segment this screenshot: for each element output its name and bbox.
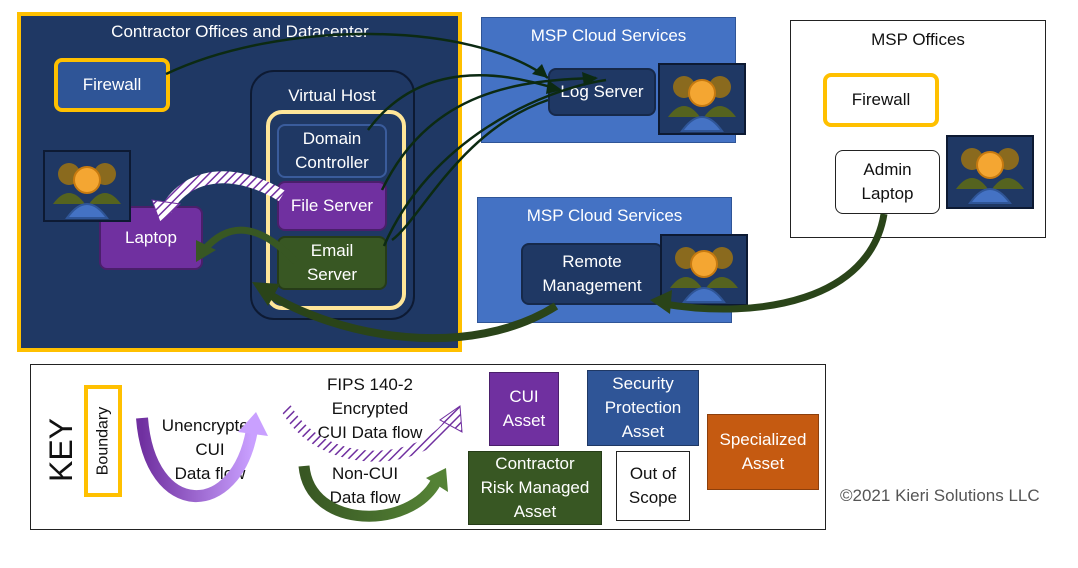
contractor-firewall[interactable]: Firewall xyxy=(54,58,170,112)
file-server[interactable]: File Server xyxy=(277,181,387,231)
user-group-icon xyxy=(43,150,131,222)
admin-laptop[interactable]: Admin Laptop xyxy=(835,150,940,214)
key-contractor-risk-managed-asset: Contractor Risk Managed Asset xyxy=(468,451,602,525)
key-unencrypted-label: Unencrypted CUI Data flow xyxy=(161,416,259,483)
msp-cloud-top-title: MSP Cloud Services xyxy=(530,26,687,45)
copyright: ©2021 Kieri Solutions LLC xyxy=(840,486,1040,505)
key-security-protection-asset: Security Protection Asset xyxy=(587,370,699,446)
remote-management[interactable]: Remote Management xyxy=(521,243,663,305)
msp-offices-title: MSP Offices xyxy=(871,30,965,49)
user-group-icon xyxy=(660,234,748,306)
msp-firewall[interactable]: Firewall xyxy=(823,73,939,127)
key-boundary-swatch: Boundary xyxy=(84,385,122,497)
log-server[interactable]: Log Server xyxy=(548,68,656,116)
key-specialized-asset: Specialized Asset xyxy=(707,414,819,490)
key-noncui-label: Non-CUI Data flow xyxy=(329,464,401,507)
domain-controller[interactable]: Domain Controller xyxy=(277,124,387,178)
email-server[interactable]: Email Server xyxy=(277,236,387,290)
user-group-icon xyxy=(946,135,1034,209)
key-title: KEY xyxy=(43,417,79,483)
key-cui-asset: CUI Asset xyxy=(489,372,559,446)
key-out-of-scope: Out of Scope xyxy=(616,451,690,521)
virtual-host-label: Virtual Host xyxy=(288,86,376,105)
key-fips-label: FIPS 140-2 Encrypted CUI Data flow xyxy=(317,375,423,442)
user-group-icon xyxy=(658,63,746,135)
msp-cloud-bottom-title: MSP Cloud Services xyxy=(526,206,683,225)
key-boundary-label: Boundary xyxy=(94,406,111,476)
contractor-title: Contractor Offices and Datacenter xyxy=(111,22,369,41)
